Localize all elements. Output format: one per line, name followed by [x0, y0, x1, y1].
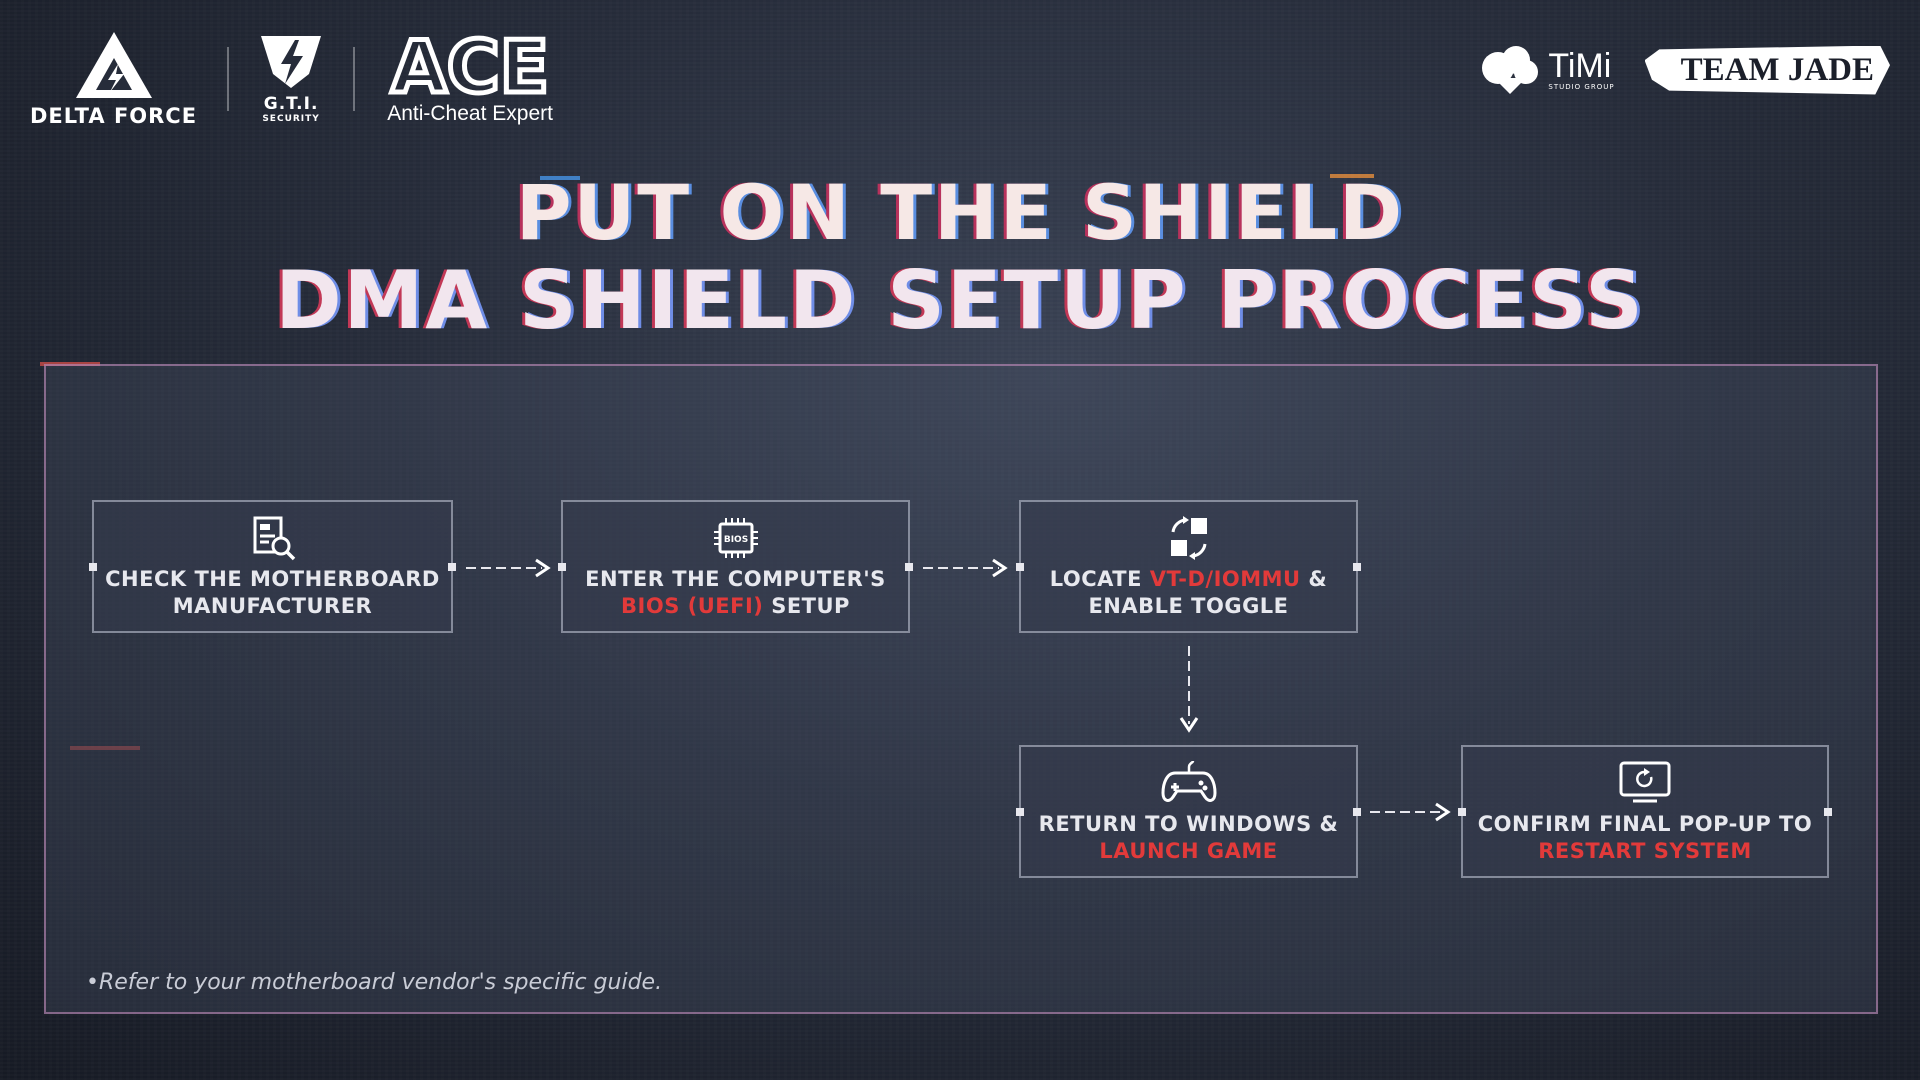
flow-arrow — [1179, 646, 1199, 733]
logo-divider — [353, 47, 356, 111]
highlight-text: RESTART SYSTEM — [1538, 838, 1752, 863]
document-search-icon — [253, 516, 295, 560]
timi-label: TiMi — [1548, 47, 1612, 85]
connector-node — [558, 562, 566, 571]
step-locate-vtd: LOCATE VT-D/IOMMU & ENABLE TOGGLE — [1016, 500, 1361, 633]
flow-arrow — [923, 558, 1008, 578]
logo-divider — [227, 47, 230, 111]
step-check-motherboard: CHECK THE MOTHERBOARD MANUFACTURER — [89, 500, 456, 633]
highlight-text: VT-D/IOMMU — [1149, 566, 1301, 591]
step-label: LOCATE VT-D/IOMMU & ENABLE TOGGLE — [1049, 566, 1328, 618]
flow-arrow — [466, 558, 551, 578]
studio-logos: TiMi STUDIO GROUP TEAM JADE — [1480, 44, 1890, 96]
step-label: ENTER THE COMPUTER'S BIOS (UEFI) SETUP — [585, 566, 886, 618]
connector-node — [905, 562, 913, 571]
connector-node — [1824, 807, 1832, 816]
connector-node — [1016, 562, 1024, 571]
bios-chip-icon: BIOS — [713, 517, 758, 558]
gti-shield-icon — [261, 36, 322, 88]
footnote: •Refer to your motherboard vendor's spec… — [86, 970, 663, 995]
connector-node — [1016, 807, 1024, 816]
ace-logo: ACE Anti-Cheat Expert — [385, 32, 555, 126]
gti-logo: G.T.I. SECURITY — [259, 34, 323, 124]
gti-sub-label: SECURITY — [262, 114, 320, 124]
delta-force-logo: DELTA FORCE — [30, 30, 197, 128]
ace-sub-label: Anti-Cheat Expert — [387, 102, 553, 125]
process-panel — [44, 364, 1878, 1014]
team-jade-logo: TEAM JADE — [1644, 45, 1890, 95]
connector-node — [448, 562, 456, 571]
connector-node — [1458, 807, 1466, 816]
gti-label: G.T.I. — [263, 94, 319, 114]
step-label: CONFIRM FINAL POP-UP TO RESTART SYSTEM — [1477, 811, 1813, 863]
toggle-blocks-icon — [1170, 515, 1207, 560]
partner-logos: DELTA FORCE G.T.I. SECURITY ACE Anti-Che… — [30, 24, 555, 134]
glitch-line — [70, 746, 140, 750]
flow-arrow — [1370, 802, 1451, 822]
ace-wordmark-icon: ACE — [389, 32, 552, 100]
monitor-restart-icon — [1619, 761, 1671, 802]
step-restart-system: CONFIRM FINAL POP-UP TO RESTART SYSTEM — [1458, 745, 1832, 878]
glitch-line — [1330, 174, 1374, 178]
delta-force-icon — [75, 32, 152, 98]
page-title-line1: PUT ON THE SHIELD — [515, 168, 1405, 257]
page-title-line2: DMA SHIELD SETUP PROCESS — [275, 254, 1645, 347]
gamepad-icon — [1160, 760, 1217, 802]
timi-sub-label: STUDIO GROUP — [1548, 83, 1615, 91]
bios-icon-label: BIOS — [723, 535, 747, 545]
ace-wordmark: ACE — [391, 32, 549, 100]
step-label: CHECK THE MOTHERBOARD MANUFACTURER — [105, 566, 440, 618]
glitch-line — [540, 176, 580, 180]
step-enter-bios: BIOS ENTER THE COMPUTER'S BIOS (UEFI) SE… — [558, 500, 913, 633]
connector-node — [89, 562, 97, 571]
step-launch-game: RETURN TO WINDOWS & LAUNCH GAME — [1016, 745, 1361, 878]
highlight-text: LAUNCH GAME — [1099, 838, 1278, 863]
delta-force-label: DELTA FORCE — [30, 104, 198, 128]
step-label: RETURN TO WINDOWS & LAUNCH GAME — [1038, 811, 1339, 863]
connector-node — [1353, 807, 1361, 816]
highlight-text: BIOS (UEFI) — [621, 593, 764, 618]
connector-node — [1353, 562, 1361, 571]
timi-logo: TiMi STUDIO GROUP — [1480, 44, 1614, 96]
cloud-icon — [1482, 46, 1539, 94]
